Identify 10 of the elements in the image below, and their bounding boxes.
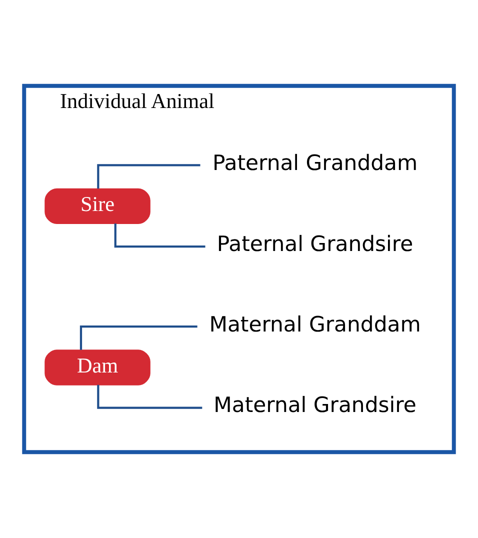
connector [80, 325, 198, 350]
connector [97, 164, 200, 189]
connector [114, 224, 206, 248]
node-text: Maternal Grandsire [214, 392, 416, 418]
node-text: Maternal Granddam [209, 312, 421, 337]
node-text: Paternal Granddam [212, 150, 418, 176]
node-box: Sire [44, 188, 150, 224]
node-box: Dam [44, 350, 150, 386]
node-text: Paternal Grandsire [216, 230, 414, 256]
connector [97, 384, 202, 409]
